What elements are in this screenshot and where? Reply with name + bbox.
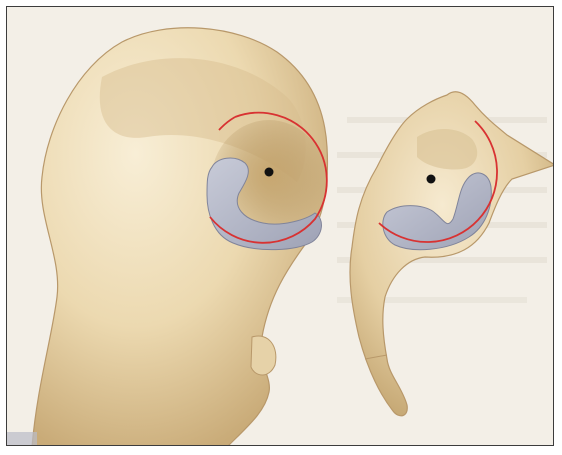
sacrum-center-dot [427, 175, 436, 184]
hip-spine [251, 336, 276, 375]
anatomy-illustration [7, 7, 554, 446]
hip-corner-shade [7, 432, 37, 446]
sacrum-bone [350, 92, 554, 416]
anatomy-figure [6, 6, 554, 446]
hip-center-dot [265, 168, 274, 177]
hip-bone [7, 28, 340, 446]
